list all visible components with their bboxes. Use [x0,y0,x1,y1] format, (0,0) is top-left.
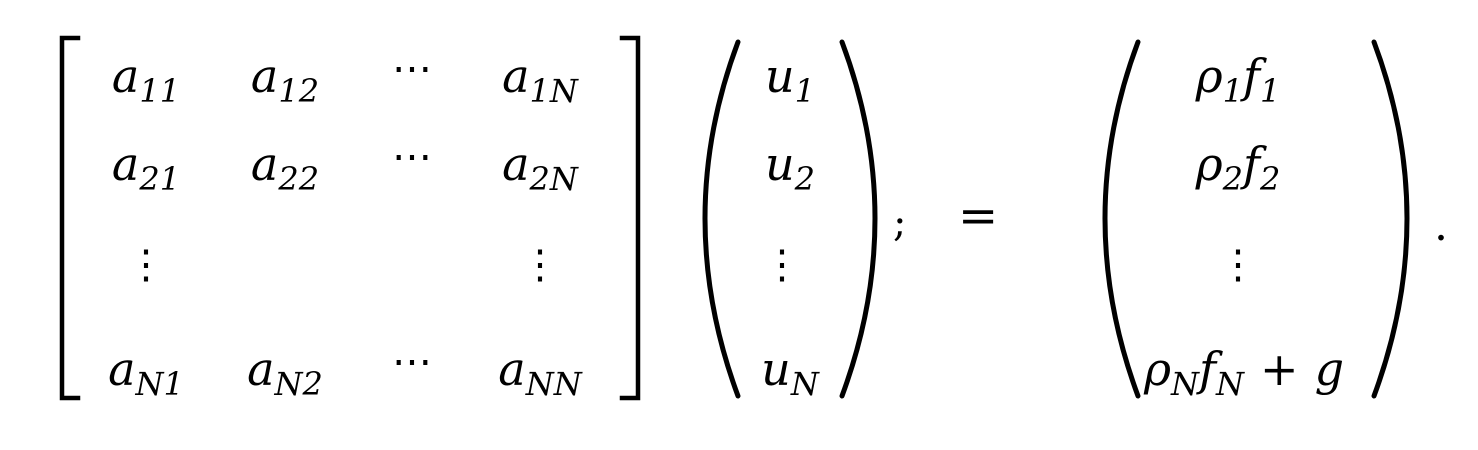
vector-entry: uN [761,342,820,403]
matrix-entry: a22 [251,137,319,198]
matrix-entry: a2N [502,137,579,198]
matrix-entry: aNN [498,342,582,403]
matrix-entry: aN1 [108,342,184,403]
vector-right-paren [839,39,878,399]
matrix-a: a11 a12 ⋯ a1N a21 a22 ⋯ a2N ⋮ ⋮ aN1 aN2 ⋯ aNN [108,46,583,403]
vdots: ⋮ [126,242,166,288]
rhs-entry: ρ1f1 [1195,49,1281,110]
matrix-entry: a21 [112,137,180,198]
vector-entry: u2 [765,137,815,198]
matrix-entry: aN2 [247,342,323,403]
rhs-right-paren [1371,39,1410,399]
matrix-entry: a12 [251,49,319,110]
equals-sign: = [958,188,998,244]
hdots: ⋯ [392,46,432,92]
vdots: ⋮ [762,242,802,288]
matrix-right-bracket [619,35,641,401]
vector-entry: u1 [765,49,815,110]
vector-rhs: ρ1f1 ρ2f2 ⋮ ρNfN+g [1143,49,1344,403]
matrix-entry: a11 [112,49,180,110]
vector-left-paren [702,39,741,399]
matrix-left-bracket [59,35,81,401]
rhs-left-paren [1102,39,1141,399]
matrix-entry: a1N [502,49,579,110]
vdots: ⋮ [1218,242,1258,288]
rhs-entry: ρNfN+g [1143,342,1344,403]
hdots: ⋯ [392,339,432,385]
period: . [1434,200,1448,251]
rhs-entry: ρ2f2 [1195,137,1281,198]
hdots: ⋯ [392,134,432,180]
semicolon: ; [893,200,906,246]
vector-u: u1 u2 ⋮ uN [761,49,820,403]
vdots: ⋮ [520,242,560,288]
